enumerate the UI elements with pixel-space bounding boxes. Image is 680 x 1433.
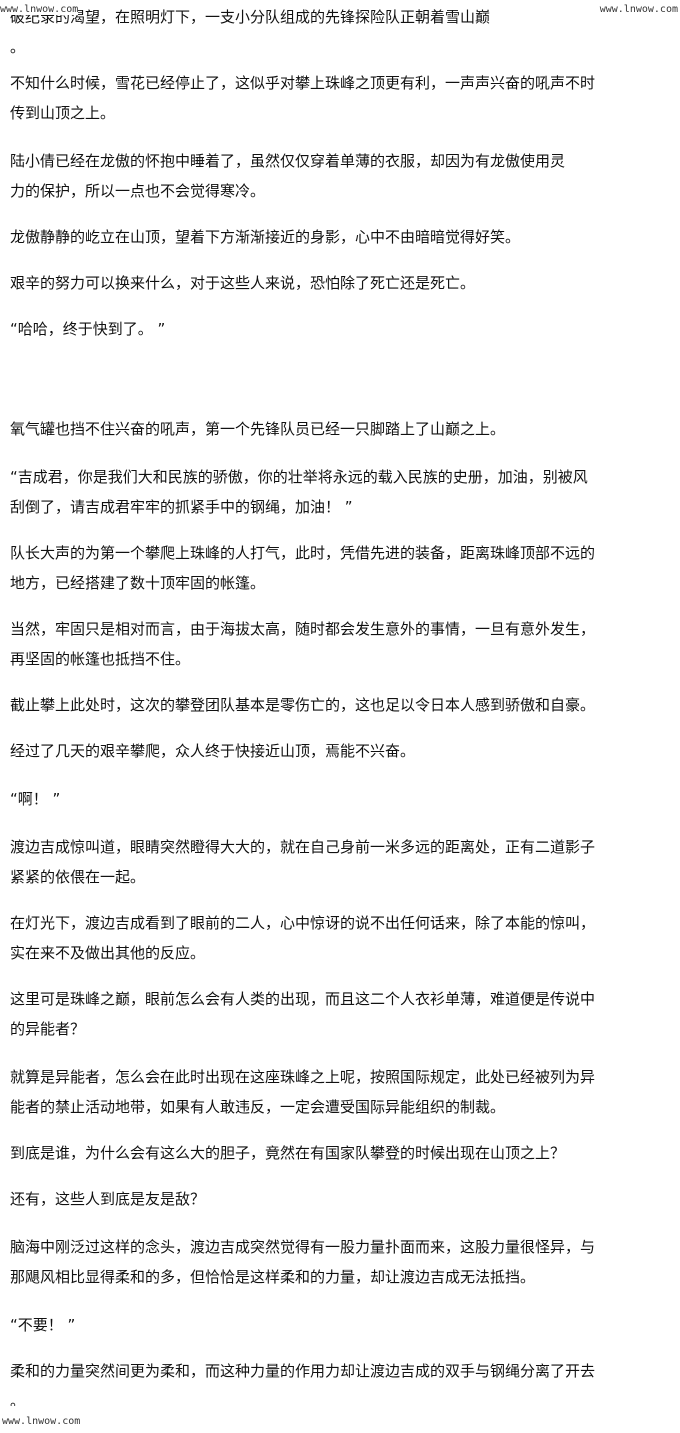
text-line: “啊！ ”	[10, 790, 61, 808]
text-line: 。	[10, 1392, 26, 1406]
paragraph-12: 经过了几天的艰辛攀爬，众人终于快接近山顶，焉能不兴奋。	[10, 736, 670, 766]
text-line: 柔和的力量突然间更为柔和，而这种力量的作用力却让渡边吉成的双手与钢绳分离了开去	[10, 1362, 596, 1380]
text-line: 就算是异能者，怎么会在此时出现在这座珠峰之上呢，按照国际规定，此处已经被列为异	[10, 1068, 596, 1086]
text-line: 力的保护，所以一点也不会觉得寒冷。	[10, 182, 266, 200]
text-line: 截止攀上此处时，这次的攀登团队基本是零伤亡的，这也足以令日本人感到骄傲和自豪。	[10, 696, 596, 714]
paragraph-16: 这里可是珠峰之巅，眼前怎么会有人类的出现，而且这二个人衣衫单薄，难道便是传说中 …	[10, 984, 670, 1044]
paragraph-19: 还有，这些人到底是友是敌？	[10, 1184, 670, 1214]
text-line: 实在来不及做出其他的反应。	[10, 944, 206, 962]
paragraph-10: 当然，牢固只是相对而言，由于海拔太高，随时都会发生意外的事情，一旦有意外发生， …	[10, 614, 670, 674]
text-line: 紧紧的依偎在一起。	[10, 868, 146, 886]
text-line: 不知什么时候，雪花已经停止了，这似乎对攀上珠峰之顶更有利，一声声兴奋的吼声不时	[10, 74, 596, 92]
text-line: 的异能者？	[10, 1020, 86, 1038]
paragraph-18: 到底是谁，为什么会有这么大的胆子，竟然在有国家队攀登的时候出现在山顶之上？	[10, 1138, 670, 1168]
paragraph-3: 陆小倩已经在龙傲的怀抱中睡着了，虽然仅仅穿着单薄的衣服，却因为有龙傲使用灵 力的…	[10, 146, 670, 206]
text-line: 那飓风相比显得柔和的多，但恰恰是这样柔和的力量，却让渡边吉成无法抵挡。	[10, 1268, 536, 1286]
paragraph-8: “吉成君，你是我们大和民族的骄傲，你的壮举将永远的载入民族的史册，加油，别被风 …	[10, 462, 670, 522]
paragraph-14: 渡边吉成惊叫道，眼睛突然瞪得大大的，就在自己身前一米多远的距离处，正有二道影子 …	[10, 832, 670, 892]
text-line: 到底是谁，为什么会有这么大的胆子，竟然在有国家队攀登的时候出现在山顶之上？	[10, 1144, 566, 1162]
text-line: “哈哈，终于快到了。 ”	[10, 320, 166, 338]
text-line: 这里可是珠峰之巅，眼前怎么会有人类的出现，而且这二个人衣衫单薄，难道便是传说中	[10, 990, 596, 1008]
paragraph-5: 艰辛的努力可以换来什么，对于这些人来说，恐怕除了死亡还是死亡。	[10, 268, 670, 298]
paragraph-6: “哈哈，终于快到了。 ”	[10, 314, 670, 344]
watermark-top-right: www.lnwow.com	[599, 4, 678, 15]
text-line: 还有，这些人到底是友是敌？	[10, 1190, 206, 1208]
paragraph-7: 氧气罐也挡不住兴奋的吼声，第一个先锋队员已经一只脚踏上了山巅之上。	[10, 414, 670, 444]
paragraph-4: 龙傲静静的屹立在山顶，望着下方渐渐接近的身影，心中不由暗暗觉得好笑。	[10, 222, 670, 252]
text-line: 脑海中刚泛过这样的念头，渡边吉成突然觉得有一股力量扑面而来，这股力量很怪异，与	[10, 1238, 596, 1256]
text-line: 当然，牢固只是相对而言，由于海拔太高，随时都会发生意外的事情，一旦有意外发生，	[10, 620, 596, 638]
paragraph-9: 队长大声的为第一个攀爬上珠峰的人打气，此时，凭借先进的装备，距离珠峰顶部不远的 …	[10, 538, 670, 598]
paragraph-15: 在灯光下，渡边吉成看到了眼前的二人，心中惊讶的说不出任何话来，除了本能的惊叫， …	[10, 908, 670, 968]
paragraph-13: “啊！ ”	[10, 784, 670, 814]
text-line: 龙傲静静的屹立在山顶，望着下方渐渐接近的身影，心中不由暗暗觉得好笑。	[10, 228, 521, 246]
text-line: 地方，已经搭建了数十顶牢固的帐篷。	[10, 574, 266, 592]
text-line: 能者的禁止活动地带，如果有人敢违反，一定会遭受国际异能组织的制裁。	[10, 1098, 506, 1116]
paragraph-2: 不知什么时候，雪花已经停止了，这似乎对攀上珠峰之顶更有利，一声声兴奋的吼声不时 …	[10, 68, 670, 128]
paragraph-22: 柔和的力量突然间更为柔和，而这种力量的作用力却让渡边吉成的双手与钢绳分离了开去 …	[10, 1356, 670, 1406]
text-line: “不要！ ”	[10, 1316, 76, 1334]
text-line: 经过了几天的艰辛攀爬，众人终于快接近山顶，焉能不兴奋。	[10, 742, 416, 760]
watermark-top-left: www.lnwow.com	[0, 4, 79, 15]
text-line: 氧气罐也挡不住兴奋的吼声，第一个先锋队员已经一只脚踏上了山巅之上。	[10, 420, 506, 438]
text-line: 渡边吉成惊叫道，眼睛突然瞪得大大的，就在自己身前一米多远的距离处，正有二道影子	[10, 838, 596, 856]
text-line: 。	[10, 38, 26, 56]
text-line: 刮倒了，请吉成君牢牢的抓紧手中的钢绳，加油！ ”	[10, 498, 353, 516]
text-line: “吉成君，你是我们大和民族的骄傲，你的壮举将永远的载入民族的史册，加油，别被风	[10, 468, 588, 486]
paragraph-11: 截止攀上此处时，这次的攀登团队基本是零伤亡的，这也足以令日本人感到骄傲和自豪。	[10, 690, 670, 720]
paragraph-21: “不要！ ”	[10, 1310, 670, 1340]
watermark-bottom-left: www.lnwow.com	[2, 1416, 81, 1427]
paragraph-20: 脑海中刚泛过这样的念头，渡边吉成突然觉得有一股力量扑面而来，这股力量很怪异，与 …	[10, 1232, 670, 1292]
text-line: 在灯光下，渡边吉成看到了眼前的二人，心中惊讶的说不出任何话来，除了本能的惊叫，	[10, 914, 596, 932]
paragraph-1: 破纪录的渴望，在照明灯下，一支小分队组成的先锋探险队正朝着雪山巅 。	[10, 2, 670, 62]
text-line: 破纪录的渴望，在照明灯下，一支小分队组成的先锋探险队正朝着雪山巅	[10, 8, 491, 26]
paragraph-17: 就算是异能者，怎么会在此时出现在这座珠峰之上呢，按照国际规定，此处已经被列为异 …	[10, 1062, 670, 1122]
text-line: 队长大声的为第一个攀爬上珠峰的人打气，此时，凭借先进的装备，距离珠峰顶部不远的	[10, 544, 596, 562]
text-line: 艰辛的努力可以换来什么，对于这些人来说，恐怕除了死亡还是死亡。	[10, 274, 476, 292]
text-line: 再坚固的帐篷也抵挡不住。	[10, 650, 191, 668]
text-line: 陆小倩已经在龙傲的怀抱中睡着了，虽然仅仅穿着单薄的衣服，却因为有龙傲使用灵	[10, 152, 566, 170]
text-line: 传到山顶之上。	[10, 104, 116, 122]
